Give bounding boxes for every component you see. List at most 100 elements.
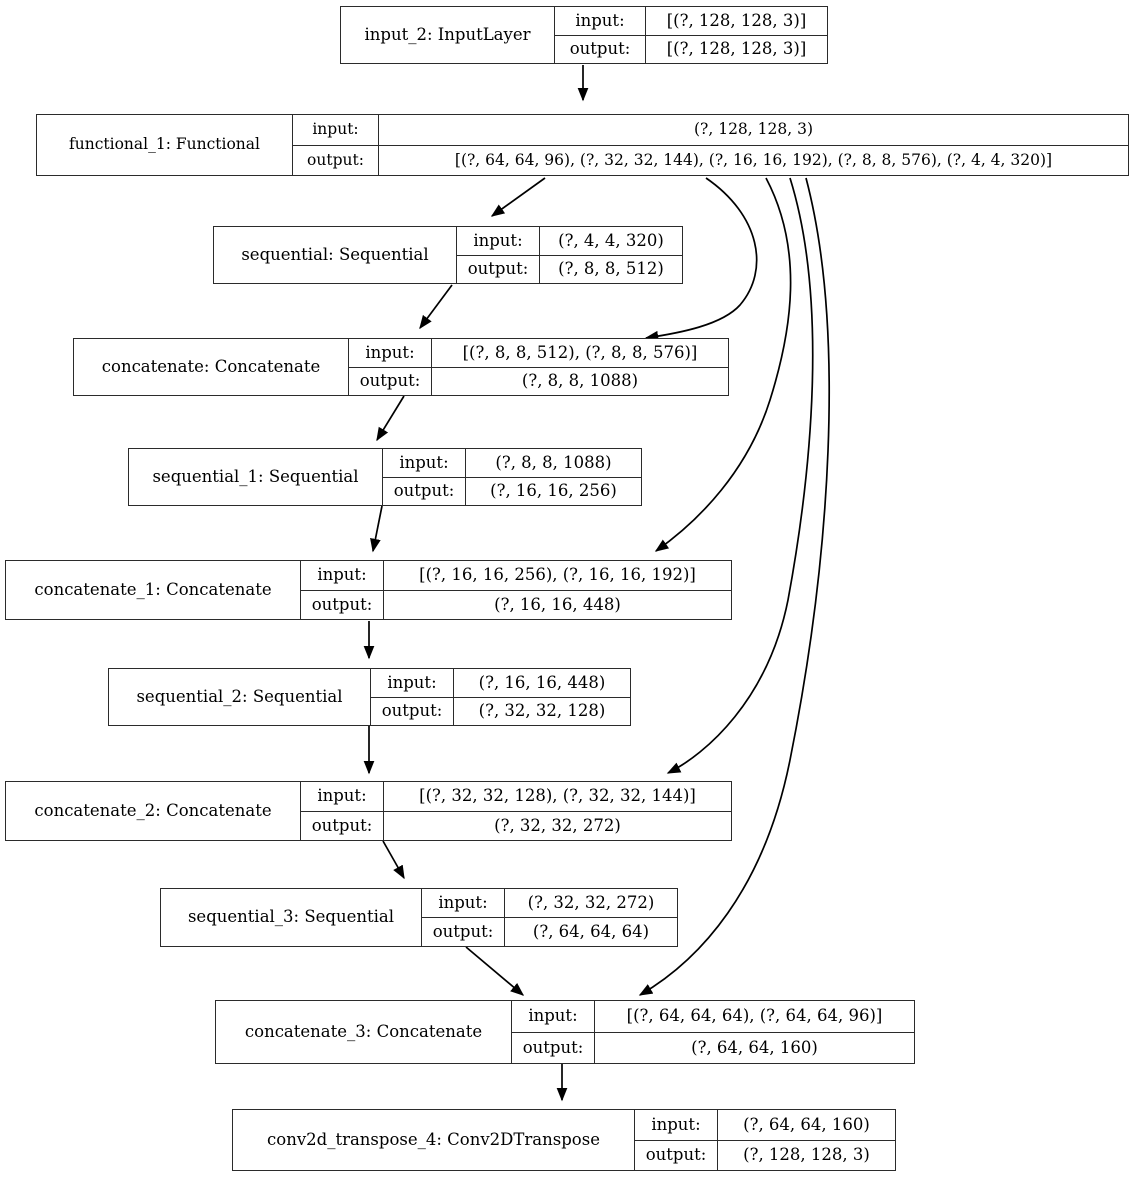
output-label: output: bbox=[371, 697, 454, 725]
node-concatenate_3[interactable]: concatenate_3: Concatenate input: [(?, 6… bbox=[215, 1000, 915, 1064]
node-conv2d_transpose_4-output-value: (?, 128, 128, 3) bbox=[743, 1145, 870, 1164]
node-concatenate_3-label: concatenate_3: Concatenate bbox=[216, 1001, 512, 1063]
input-label: input: bbox=[301, 782, 384, 811]
node-conv2d_transpose_4-input-value: (?, 64, 64, 160) bbox=[743, 1114, 870, 1134]
node-concatenate-input-value: [(?, 8, 8, 512), (?, 8, 8, 576)] bbox=[462, 342, 698, 362]
node-functional_1-label: functional_1: Functional bbox=[37, 115, 293, 175]
node-sequential_2-output-value: (?, 32, 32, 128) bbox=[478, 701, 606, 720]
node-concatenate_2[interactable]: concatenate_2: Concatenate input: [(?, 3… bbox=[5, 781, 732, 841]
node-concatenate-output-row: output: (?, 8, 8, 1088) bbox=[349, 367, 728, 395]
output-label: output: bbox=[457, 255, 540, 283]
node-sequential_3[interactable]: sequential_3: Sequential input: (?, 32, … bbox=[160, 888, 678, 947]
edge-sequential-to-concatenate bbox=[419, 284, 453, 330]
input-label: input: bbox=[422, 889, 505, 917]
node-conv2d_transpose_4-label: conv2d_transpose_4: Conv2DTranspose bbox=[233, 1110, 635, 1170]
node-sequential_1[interactable]: sequential_1: Sequential input: (?, 8, 8… bbox=[128, 448, 642, 506]
output-label: output: bbox=[293, 145, 379, 175]
node-functional_1-input-value: (?, 128, 128, 3) bbox=[694, 120, 813, 138]
node-input_2-input-value: [(?, 128, 128, 3)] bbox=[666, 10, 807, 30]
output-label: output: bbox=[635, 1140, 718, 1170]
edge-sequential3-to-concatenate3 bbox=[465, 946, 525, 996]
edge-sequential1-to-concatenate1 bbox=[370, 505, 383, 553]
input-label: input: bbox=[457, 227, 540, 255]
node-input_2-input-row: input: [(?, 128, 128, 3)] bbox=[555, 7, 827, 36]
output-label: output: bbox=[301, 590, 384, 619]
node-input_2-output-value: [(?, 128, 128, 3)] bbox=[666, 39, 807, 58]
node-conv2d_transpose_4-io: input: (?, 64, 64, 160) output: (?, 128,… bbox=[635, 1110, 895, 1170]
node-conv2d_transpose_4-output-row: output: (?, 128, 128, 3) bbox=[635, 1140, 895, 1170]
node-sequential_2-input-row: input: (?, 16, 16, 448) bbox=[371, 669, 630, 698]
edge-concatenate-to-sequential1 bbox=[376, 395, 405, 442]
node-sequential-label: sequential: Sequential bbox=[214, 227, 457, 283]
node-input_2-io: input: [(?, 128, 128, 3)] output: [(?, 1… bbox=[555, 7, 827, 63]
node-concatenate_2-input-row: input: [(?, 32, 32, 128), (?, 32, 32, 14… bbox=[301, 782, 731, 812]
node-concatenate_2-input-value: [(?, 32, 32, 128), (?, 32, 32, 144)] bbox=[419, 786, 696, 805]
output-label: output: bbox=[555, 35, 646, 63]
node-sequential-output-row: output: (?, 8, 8, 512) bbox=[457, 255, 682, 283]
node-sequential_1-io: input: (?, 8, 8, 1088) output: (?, 16, 1… bbox=[383, 449, 641, 505]
node-concatenate_3-output-row: output: (?, 64, 64, 160) bbox=[512, 1032, 914, 1063]
node-functional_1-io: input: (?, 128, 128, 3) output: [(?, 64,… bbox=[293, 115, 1128, 175]
node-functional_1[interactable]: functional_1: Functional input: (?, 128,… bbox=[36, 114, 1129, 176]
node-sequential-output-value: (?, 8, 8, 512) bbox=[558, 259, 664, 278]
node-concatenate_3-output-value: (?, 64, 64, 160) bbox=[691, 1037, 818, 1057]
node-concatenate[interactable]: concatenate: Concatenate input: [(?, 8, … bbox=[73, 338, 729, 396]
output-label: output: bbox=[383, 477, 466, 505]
node-sequential_1-input-value: (?, 8, 8, 1088) bbox=[495, 452, 612, 472]
node-sequential_3-input-value: (?, 32, 32, 272) bbox=[527, 892, 655, 912]
input-label: input: bbox=[635, 1110, 718, 1140]
node-concatenate_3-input-row: input: [(?, 64, 64, 64), (?, 64, 64, 96)… bbox=[512, 1001, 914, 1033]
node-concatenate_1-output-value: (?, 16, 16, 448) bbox=[494, 594, 621, 614]
node-sequential_3-input-row: input: (?, 32, 32, 272) bbox=[422, 889, 677, 918]
edge-functional1-to-concatenate2 bbox=[666, 177, 814, 774]
node-sequential_1-input-row: input: (?, 8, 8, 1088) bbox=[383, 449, 641, 478]
node-concatenate_1-output-row: output: (?, 16, 16, 448) bbox=[301, 590, 731, 619]
node-sequential_2-label: sequential_2: Sequential bbox=[109, 669, 371, 725]
node-concatenate-label: concatenate: Concatenate bbox=[74, 339, 349, 395]
output-label: output: bbox=[512, 1032, 595, 1063]
node-sequential_1-output-row: output: (?, 16, 16, 256) bbox=[383, 477, 641, 505]
node-concatenate_2-output-row: output: (?, 32, 32, 272) bbox=[301, 811, 731, 840]
node-sequential_2[interactable]: sequential_2: Sequential input: (?, 16, … bbox=[108, 668, 631, 726]
node-concatenate-io: input: [(?, 8, 8, 512), (?, 8, 8, 576)] … bbox=[349, 339, 728, 395]
node-sequential-input-value: (?, 4, 4, 320) bbox=[558, 230, 664, 250]
output-label: output: bbox=[349, 367, 432, 395]
input-label: input: bbox=[555, 7, 646, 35]
node-sequential[interactable]: sequential: Sequential input: (?, 4, 4, … bbox=[213, 226, 683, 284]
input-label: input: bbox=[293, 115, 379, 145]
node-sequential_3-io: input: (?, 32, 32, 272) output: (?, 64, … bbox=[422, 889, 677, 946]
node-sequential_2-io: input: (?, 16, 16, 448) output: (?, 32, … bbox=[371, 669, 630, 725]
node-concatenate-output-value: (?, 8, 8, 1088) bbox=[521, 371, 639, 390]
node-sequential_1-output-value: (?, 16, 16, 256) bbox=[490, 481, 617, 500]
input-label: input: bbox=[301, 561, 384, 590]
node-conv2d_transpose_4-input-row: input: (?, 64, 64, 160) bbox=[635, 1110, 895, 1141]
edge-functional1-to-sequential bbox=[490, 177, 546, 217]
node-concatenate_2-output-value: (?, 32, 32, 272) bbox=[494, 815, 621, 835]
node-sequential_3-output-value: (?, 64, 64, 64) bbox=[532, 921, 650, 941]
node-concatenate_3-input-value: [(?, 64, 64, 64), (?, 64, 64, 96)] bbox=[626, 1006, 883, 1025]
node-functional_1-output-row: output: [(?, 64, 64, 96), (?, 32, 32, 14… bbox=[293, 145, 1128, 175]
edge-concatenate2-to-sequential3 bbox=[382, 840, 405, 880]
node-concatenate_1[interactable]: concatenate_1: Concatenate input: [(?, 1… bbox=[5, 560, 732, 620]
node-sequential_1-label: sequential_1: Sequential bbox=[129, 449, 383, 505]
node-input_2[interactable]: input_2: InputLayer input: [(?, 128, 128… bbox=[340, 6, 828, 64]
output-label: output: bbox=[301, 811, 384, 840]
input-label: input: bbox=[512, 1001, 595, 1032]
node-concatenate_2-label: concatenate_2: Concatenate bbox=[6, 782, 301, 840]
node-concatenate_1-label: concatenate_1: Concatenate bbox=[6, 561, 301, 619]
node-concatenate_1-input-value: [(?, 16, 16, 256), (?, 16, 16, 192)] bbox=[419, 565, 696, 584]
input-label: input: bbox=[349, 339, 432, 367]
node-sequential-input-row: input: (?, 4, 4, 320) bbox=[457, 227, 682, 256]
input-label: input: bbox=[371, 669, 454, 697]
node-sequential-io: input: (?, 4, 4, 320) output: (?, 8, 8, … bbox=[457, 227, 682, 283]
node-input_2-label: input_2: InputLayer bbox=[341, 7, 555, 63]
node-sequential_2-input-value: (?, 16, 16, 448) bbox=[478, 672, 606, 692]
node-concatenate_3-io: input: [(?, 64, 64, 64), (?, 64, 64, 96)… bbox=[512, 1001, 914, 1063]
node-functional_1-output-value: [(?, 64, 64, 96), (?, 32, 32, 144), (?, … bbox=[454, 150, 1053, 169]
node-sequential_2-output-row: output: (?, 32, 32, 128) bbox=[371, 697, 630, 725]
output-label: output: bbox=[422, 918, 505, 946]
node-sequential_3-output-row: output: (?, 64, 64, 64) bbox=[422, 918, 677, 946]
node-functional_1-input-row: input: (?, 128, 128, 3) bbox=[293, 115, 1128, 146]
node-conv2d_transpose_4[interactable]: conv2d_transpose_4: Conv2DTranspose inpu… bbox=[232, 1109, 896, 1171]
